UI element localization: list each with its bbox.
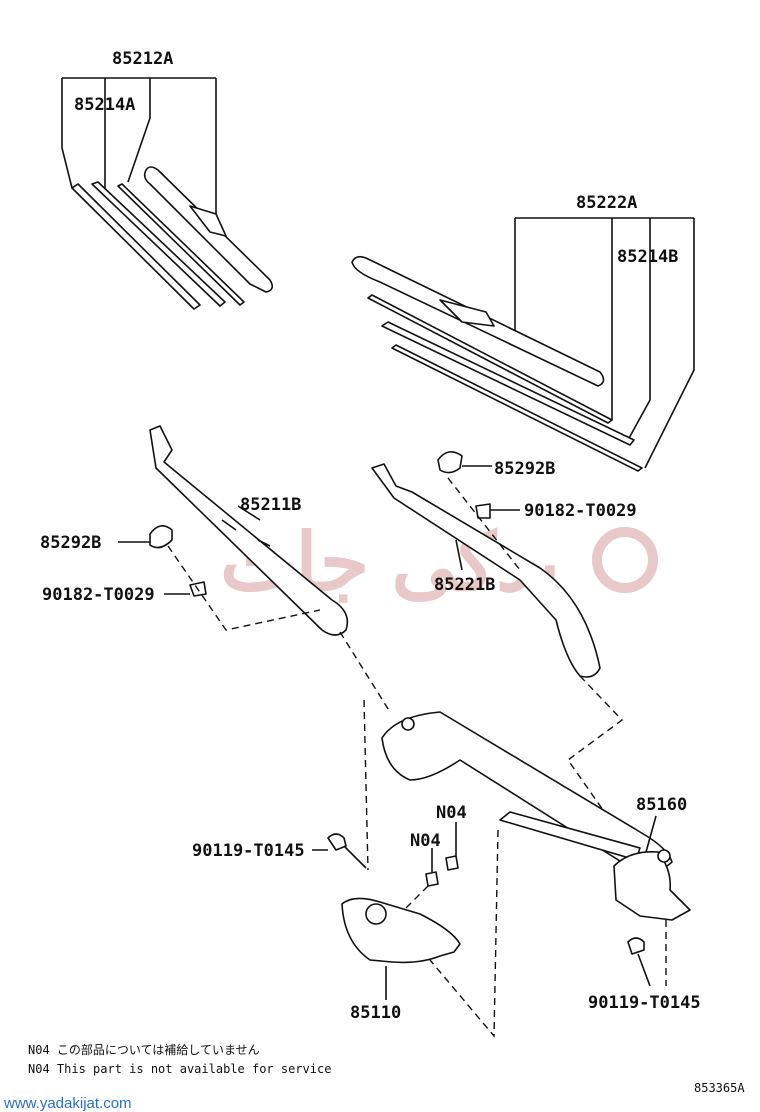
motor-cap	[365, 903, 387, 925]
left-blade-strip-outer	[71, 183, 201, 310]
motor-dash-line	[403, 885, 429, 911]
left-wiper-arm	[149, 425, 349, 636]
right-blade-strip-outer	[391, 344, 643, 472]
label-85221b: 85221B	[434, 575, 495, 595]
wiper-motor	[341, 897, 461, 964]
nut-n04-lower	[425, 871, 439, 887]
bolt-right-part	[627, 937, 645, 955]
label-85214a: 85214A	[74, 95, 135, 115]
right-cap-part	[437, 451, 463, 474]
label-85160: 85160	[636, 795, 687, 815]
bolt-left-part	[327, 833, 347, 851]
right-blade-rubber	[381, 321, 635, 446]
link-assembly-pivot-right	[613, 850, 691, 921]
right-blade-strip-inner	[367, 294, 613, 424]
callout-labels: 85212A 85214A 85222A 85214B 85292B 90182…	[40, 49, 701, 1023]
left-blade-group	[61, 77, 274, 310]
bolt-left-leader	[312, 845, 367, 869]
left-cap-nut-leader	[118, 541, 190, 595]
right-blade-clip	[439, 299, 495, 327]
label-n04-upper: N04	[436, 803, 467, 823]
n04-leaders	[431, 822, 457, 872]
left-blade-leader-lines	[61, 77, 217, 225]
label-90119-left: 90119-T0145	[192, 841, 305, 861]
note-english: N04 This part is not available for servi…	[28, 1062, 331, 1076]
left-blade-clip	[189, 205, 227, 237]
right-arm-group	[371, 451, 624, 821]
left-arm-group	[118, 425, 391, 713]
label-85214b: 85214B	[617, 247, 678, 267]
right-wiper-arm	[371, 463, 601, 678]
link-rod	[499, 811, 641, 861]
right-blade-leader-lines	[514, 217, 695, 469]
nut-n04-upper	[445, 855, 459, 871]
link-pivot-stud-left	[401, 717, 415, 731]
label-90182-right: 90182-T0029	[524, 501, 637, 521]
right-arm-leaders	[455, 465, 520, 571]
right-blade-group	[351, 217, 695, 472]
left-cap-part	[149, 525, 173, 549]
right-arm-dash-lines	[447, 477, 624, 821]
label-85222a: 85222A	[576, 193, 637, 213]
label-85110: 85110	[350, 1003, 401, 1023]
watermark-logo-icon	[592, 527, 658, 593]
left-arm-dash-lines	[167, 545, 391, 713]
link-pivot-stud-right	[657, 849, 671, 863]
label-85211b: 85211B	[240, 495, 301, 515]
label-85292b-right: 85292B	[494, 459, 555, 479]
left-arm-joint	[221, 519, 237, 531]
website-link[interactable]: www.yadakijat.com	[3, 1095, 132, 1112]
label-90182-left: 90182-T0029	[42, 585, 155, 605]
link-assembly-leader	[645, 815, 657, 853]
right-nut-part	[475, 503, 491, 519]
note-japanese: N04 この部品については補給していません	[28, 1042, 260, 1057]
link-dash-lines	[363, 699, 667, 1038]
left-blade-rubber	[91, 181, 226, 307]
figure-id: 853365A	[694, 1081, 745, 1095]
label-85292b-left: 85292B	[40, 533, 101, 553]
bolt-right-leader	[637, 953, 651, 987]
label-90119-right: 90119-T0145	[588, 993, 701, 1013]
left-arm-leader	[237, 505, 271, 547]
link-assembly-group	[363, 699, 691, 1038]
motor-group	[312, 822, 651, 1000]
label-85212a: 85212A	[112, 49, 173, 69]
label-n04-lower: N04	[410, 831, 441, 851]
footer-notes: N04 この部品については補給していません N04 This part is n…	[3, 1042, 745, 1112]
left-blade-strip-inner	[117, 183, 245, 306]
